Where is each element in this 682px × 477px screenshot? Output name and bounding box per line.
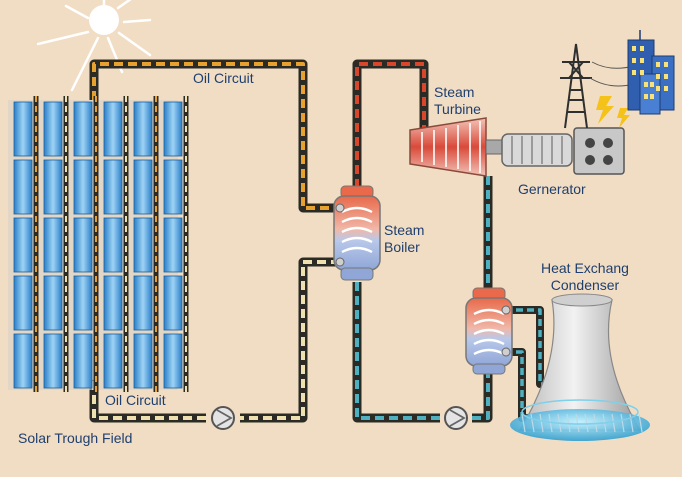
- condenser-label: Heat Exchang Condenser: [541, 260, 629, 293]
- steam-pipe: [352, 59, 429, 188]
- solar-trough-panels: [8, 96, 189, 392]
- oil-circuit-return-pipe: [89, 257, 340, 423]
- steam-boiler-label: Steam Boiler: [384, 222, 425, 255]
- oil-circuit-bottom-label: Oil Circuit: [105, 392, 166, 408]
- heat-exchanger-icon: [465, 287, 513, 375]
- pump-icon: [211, 406, 235, 430]
- city-buildings-icon: [627, 30, 675, 115]
- oil-circuit-hot-pipe: [89, 59, 340, 213]
- heat-exchanger-icon: [333, 185, 381, 281]
- solar-trough-field-label: Solar Trough Field: [18, 430, 133, 446]
- cooling-tower-icon: [510, 293, 650, 441]
- oil-circuit-top-label: Oil Circuit: [193, 70, 254, 86]
- steam-turbine-label: Steam Turbine: [434, 84, 481, 117]
- steam-turbine-icon: [409, 117, 505, 177]
- lightning-icon: [596, 96, 630, 128]
- water-pipe: [352, 176, 493, 423]
- generator-label: Gernerator: [518, 181, 586, 197]
- generator-icon: [501, 127, 625, 175]
- sun-icon: [36, 0, 152, 92]
- transmission-tower-icon: [560, 43, 635, 129]
- pump-icon: [444, 406, 468, 430]
